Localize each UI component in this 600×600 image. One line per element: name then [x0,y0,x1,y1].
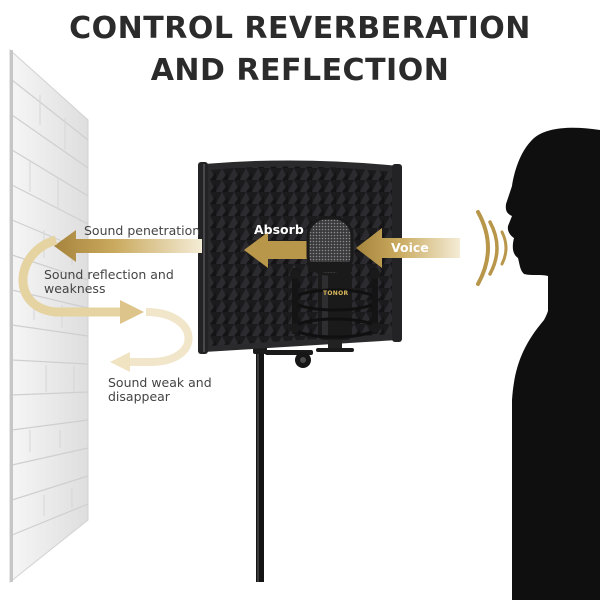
voice-label: Voice [391,240,429,255]
person-silhouette [505,127,600,600]
sound-reflection-label-line-2: weakness [44,281,106,297]
sound-reflection-label: Sound reflection and weakness [44,267,174,297]
sound-waves-icon [476,210,508,286]
headline-line-1: CONTROL REVERBERATION [69,11,531,46]
weak-sound-arrow [110,308,193,372]
sound-weak-label-line-2: disappear [108,389,170,405]
absorb-arrow [244,232,310,268]
penetration-arrow [54,230,202,262]
sound-weak-label: Sound weak and disappear [108,375,212,405]
mic-stand [253,340,313,582]
sound-weak-label-line-1: Sound weak and [108,375,212,390]
absorb-label: Absorb [254,222,304,237]
headline-line-2: AND REFLECTION [150,53,450,88]
sound-reflection-label-line-1: Sound reflection and [44,267,174,282]
reflection-arrow [18,235,144,324]
mic-brand-label: TONOR [323,290,349,297]
brick-wall [9,48,89,584]
sound-penetration-label: Sound penetration [84,223,201,238]
voice-arrow [356,228,460,268]
microphone-icon [290,216,380,352]
